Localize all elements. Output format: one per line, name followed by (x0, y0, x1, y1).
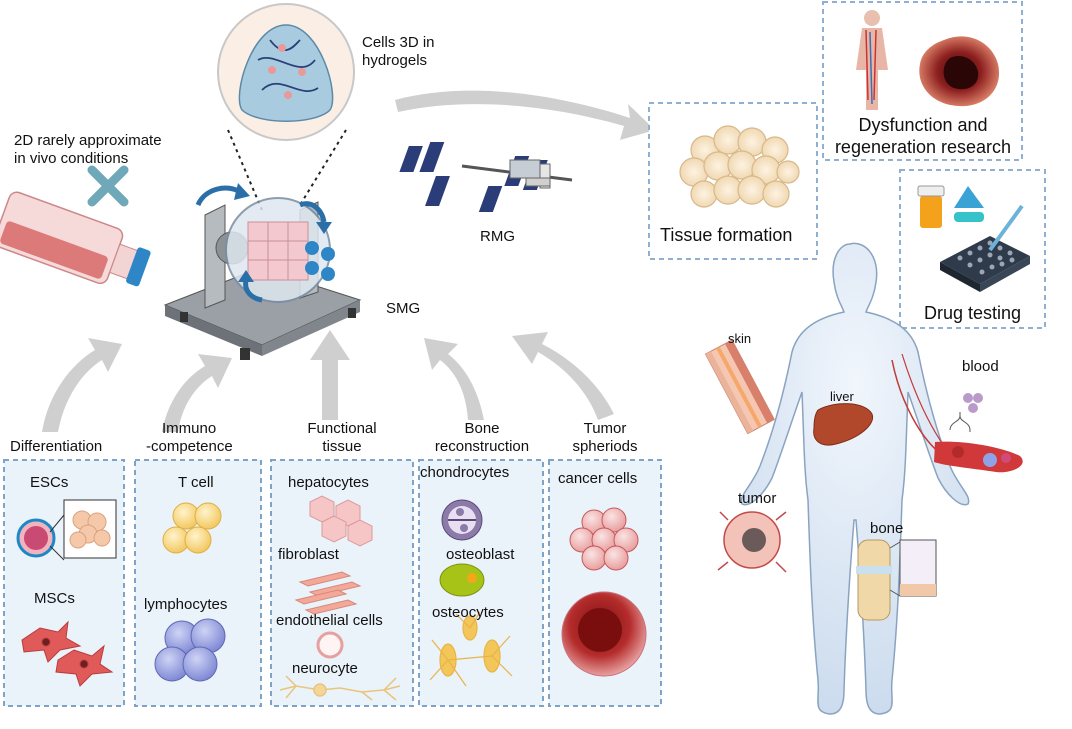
skin-illustration (704, 339, 775, 435)
osteoblast-illustration (439, 563, 485, 597)
neurocyte-illustration (279, 675, 401, 701)
cancer-cells-illustration (569, 507, 639, 571)
anatomy-figure-illustration (856, 10, 888, 110)
category-title-immuno-1: Immuno (162, 420, 217, 437)
arrow-to-tissue-formation (395, 90, 655, 140)
category-title-differentiation: Differentiation (10, 438, 103, 455)
body-label-bone: bone (870, 520, 904, 537)
box-functional-tissue (270, 459, 414, 707)
arrow-tumor-up (512, 332, 614, 420)
flask-2d-illustration (0, 191, 151, 287)
cell-label-osteocytes: osteocytes (432, 604, 504, 621)
cross-icon (87, 165, 129, 207)
body-label-blood: blood (962, 358, 999, 375)
fibroblast-illustration (294, 571, 362, 615)
cell-label-mscs: MSCs (34, 590, 75, 607)
human-body-illustration (740, 242, 970, 715)
esc-illustration (16, 499, 117, 561)
dysfunction-label-line1: Dysfunction and (858, 115, 988, 135)
arrow-bone-up (424, 338, 484, 420)
category-title-functional-1: Functional (307, 420, 377, 437)
liver-illustration (813, 403, 874, 446)
arrow-immuno-up (162, 354, 232, 432)
cell-label-fibroblast: fibroblast (278, 546, 339, 563)
cell-label-cancer-cells: cancer cells (558, 470, 638, 487)
tumor-spheroid-illustration (561, 591, 647, 677)
category-title-bone-2: reconstruction (434, 438, 530, 455)
cell-label-tcell: T cell (178, 474, 214, 491)
tumor-dysfunction-illustration (919, 36, 1000, 107)
tissue-cluster-illustration (679, 125, 800, 208)
body-label-tumor: tumor (738, 490, 777, 507)
cell-label-lymphocytes: lymphocytes (144, 596, 228, 613)
category-title-bone-1: Bone (464, 420, 500, 437)
drug-testing-label: Drug testing (923, 303, 1022, 323)
twod-label-line2: in vivo conditions (14, 150, 129, 167)
dysfunction-label-line2: regeneration research (834, 137, 1012, 157)
cell-label-neurocyte: neurocyte (292, 660, 358, 677)
cell-label-osteoblast: osteoblast (446, 546, 515, 563)
lymphocyte-illustration (154, 618, 226, 682)
arrows (42, 90, 655, 432)
hydrogel-magnifier (217, 3, 355, 211)
cells3d-label-line1: Cells 3D in (362, 34, 435, 51)
drug-testing-illustration (917, 185, 1030, 292)
osteocyte-illustration (429, 611, 513, 687)
cell-label-endothelial: endothelial cells (276, 612, 383, 629)
cell-label-escs: ESCs (30, 474, 69, 491)
hepatocyte-illustration (309, 495, 373, 547)
cells3d-label-line2: hydrogels (362, 52, 428, 69)
bone-knee-illustration (856, 539, 937, 621)
smg-label: SMG (386, 300, 421, 317)
blood-vessel-illustration (891, 353, 1023, 473)
arrow-functional-up (310, 330, 350, 420)
endothelial-illustration (316, 631, 344, 659)
cell-label-chondrocytes: chondrocytes (420, 464, 510, 481)
tissue-formation-label: Tissue formation (660, 225, 793, 245)
space-station-illustration (399, 142, 573, 212)
rmg-label: RMG (480, 228, 515, 245)
smg-device (163, 183, 362, 360)
arrow-differentiation-up (42, 338, 122, 432)
category-title-functional-2: tissue (322, 438, 362, 455)
body-label-liver: liver (830, 389, 854, 404)
msc-illustration (21, 620, 114, 687)
category-title-immuno-2: -competence (146, 438, 233, 455)
tumor-body-illustration (717, 511, 787, 573)
category-title-tumor-1: Tumor (583, 420, 627, 437)
body-label-skin: skin (728, 331, 752, 346)
twod-label-line1: 2D rarely approximate (14, 132, 162, 149)
cell-label-hepatocytes: hepatocytes (288, 474, 369, 491)
t-cell-illustration (162, 502, 222, 554)
category-title-tumor-2: spheriods (572, 438, 638, 455)
category-boxes (3, 459, 662, 707)
chondrocyte-illustration (441, 499, 483, 541)
